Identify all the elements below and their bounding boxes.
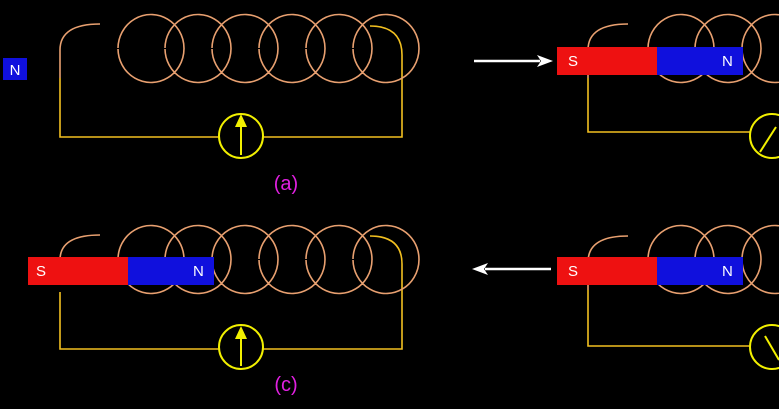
svg-text:S: S	[36, 263, 46, 280]
galvanometer	[218, 113, 264, 159]
panel-a: (a)	[59, 13, 420, 195]
galvanometer	[218, 324, 264, 370]
bar-magnet: S N	[28, 257, 214, 285]
magnet-north-pole	[128, 257, 214, 285]
magnet-south-pole	[557, 257, 657, 285]
magnet-south-pole	[557, 47, 657, 75]
bar-magnet: S N	[557, 47, 743, 75]
coil-loops	[59, 13, 420, 84]
magnet-north-pole	[657, 257, 743, 285]
panel-b: S N	[474, 13, 779, 159]
circuit-wire	[59, 235, 403, 350]
panel-caption-a: (a)	[274, 173, 298, 195]
edge-north-label: N	[3, 58, 27, 80]
circuit-wire	[59, 25, 403, 138]
galvanometer-needle-deflected-right	[759, 126, 777, 153]
panel-c: S N (c)	[28, 224, 420, 396]
motion-arrow-right	[474, 55, 553, 67]
svg-text:N: N	[193, 263, 204, 280]
svg-text:N: N	[722, 53, 733, 70]
galvanometer-needle-deflected-left	[764, 335, 779, 361]
svg-text:S: S	[568, 263, 578, 280]
galvanometer	[749, 113, 779, 159]
magnet-south-pole	[28, 257, 128, 285]
circuit-wire	[587, 78, 750, 133]
svg-text:N: N	[722, 263, 733, 280]
galvanometer	[749, 324, 779, 370]
circuit-wire	[587, 290, 750, 347]
motion-arrow-left	[472, 263, 551, 275]
panel-d: S N	[472, 224, 779, 370]
svg-text:N: N	[10, 62, 21, 79]
svg-text:S: S	[568, 53, 578, 70]
magnet-north-pole	[657, 47, 743, 75]
panel-caption-c: (c)	[274, 374, 297, 396]
bar-magnet: S N	[557, 257, 743, 285]
